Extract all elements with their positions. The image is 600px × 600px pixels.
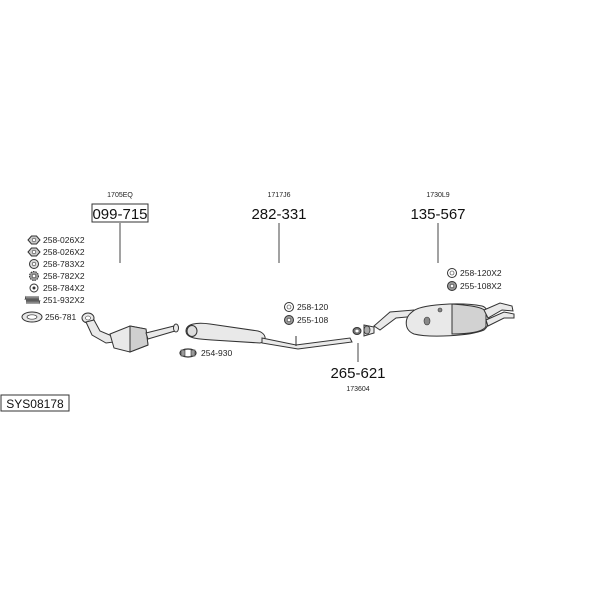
hardware-item[interactable]: 258-782X2 [29,271,85,281]
hardware-item[interactable]: 254-930 [179,348,232,358]
assembly-ref-1717J6: 1717J6 [268,192,291,199]
hardware-label: 258-026X2 [43,247,85,257]
system-code: SYS08178 [6,397,64,411]
intermediate-pipe [261,337,353,350]
assembly-ref-173604: 173604 [346,386,369,393]
hardware-label: 256-781 [45,312,76,322]
hardware-item[interactable]: 258-026X2 [27,247,85,257]
hardware-item[interactable]: 258-783X2 [29,259,85,269]
hardware-label: 258-026X2 [43,235,85,245]
assembly-ref-1705EQ: 1705EQ [107,192,133,199]
spring-icon [24,295,41,305]
system-code-box [0,394,70,412]
hardware-item[interactable]: 251-932X2 [24,295,85,305]
hardware-label: 258-783X2 [43,259,85,269]
hardware-label: 251-932X2 [43,295,85,305]
tailpipe [485,311,515,327]
part-number-282-331[interactable]: 282-331 [251,206,306,223]
tailpipe [483,302,514,319]
hardware-label: 258-120X2 [460,268,502,278]
hardware-label: 255-108X2 [460,281,502,291]
hardware-item[interactable]: 255-108X2 [447,281,502,291]
middle-silencer [185,322,266,344]
clamp-icon [179,348,197,358]
hardware-item[interactable]: 258-784X2 [29,283,85,293]
assembly-ref-1730L9: 1730L9 [426,192,449,199]
part-number-box [91,203,149,223]
part-number-135-567[interactable]: 135-567 [410,206,465,223]
catalytic-converter-assembly[interactable] [81,312,179,353]
rear-silencer-assembly[interactable] [373,302,515,337]
front-pipe [85,319,115,344]
hardware-item[interactable]: 258-120X2 [447,268,502,278]
hardware-item[interactable]: 258-026X2 [27,235,85,245]
part-number-265-621[interactable]: 265-621 [330,365,385,382]
outlet-pipe [145,325,176,340]
part-number-099-715[interactable]: 099-715 [92,206,147,223]
hardware-item[interactable]: 258-120 [284,302,329,312]
hardware-label: 258-784X2 [43,283,85,293]
hardware-label: 254-930 [201,348,232,358]
hardware-item[interactable]: 255-108 [284,315,329,325]
hardware-label: 258-782X2 [43,271,85,281]
hardware-label: 258-120 [297,302,328,312]
hardware-label: 255-108 [297,315,328,325]
hardware-item[interactable]: 256-781 [21,311,76,323]
middle-silencer-assembly[interactable] [185,322,353,350]
pipe-connector[interactable] [352,324,375,337]
